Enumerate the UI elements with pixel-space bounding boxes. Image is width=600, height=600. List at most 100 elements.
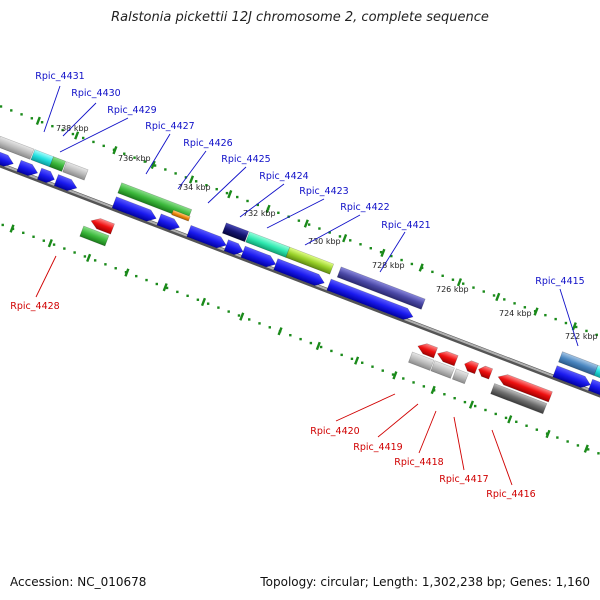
inner-tick-dot <box>453 396 456 400</box>
outer-major-tick <box>533 307 539 316</box>
gene-feature <box>451 368 469 385</box>
outer-tick-dot <box>51 124 54 128</box>
gene-shape <box>464 360 480 375</box>
forward-leader-line <box>59 117 129 153</box>
inner-tick-dot <box>586 448 590 451</box>
gene-shape <box>240 245 277 268</box>
outer-tick-dot <box>184 176 188 179</box>
kbp-label: 736 kbp <box>118 154 151 163</box>
outer-tick-dot <box>0 105 3 108</box>
outer-tick-dot <box>318 227 321 230</box>
inner-major-tick <box>430 385 436 395</box>
outer-tick-dot <box>492 294 496 297</box>
kbp-label: 726 kbp <box>436 285 469 294</box>
outer-tick-dot <box>503 298 506 301</box>
inner-major-tick <box>277 327 283 336</box>
inner-major-tick <box>545 429 551 439</box>
inner-tick-dot <box>155 282 158 286</box>
outer-tick-dot <box>595 333 598 337</box>
outer-tick-dot <box>174 172 177 175</box>
gene-feature <box>336 266 426 310</box>
inner-major-tick <box>86 253 92 263</box>
forward-leader-line <box>379 231 406 273</box>
kbp-label: 724 kbp <box>499 309 532 318</box>
forward-leader-line <box>177 150 207 190</box>
map-title: Ralstonia pickettii 12J chromosome 2, co… <box>111 10 489 25</box>
inner-tick-dot <box>237 314 241 317</box>
inner-tick-dot <box>93 259 97 262</box>
outer-tick-dot <box>102 144 105 148</box>
gene-feature <box>53 174 78 192</box>
gene-feature <box>171 209 191 222</box>
forward-gene-label: Rpic_4427 <box>145 121 194 132</box>
gene-shape <box>436 351 459 367</box>
outer-tick-dot <box>225 191 229 195</box>
kbp-label: 732 kbp <box>243 209 276 218</box>
gene-shape <box>53 174 78 192</box>
gene-shape <box>497 374 553 403</box>
gene-feature <box>30 149 54 168</box>
outer-tick-dot <box>81 136 85 140</box>
inner-tick-dot <box>114 267 117 270</box>
forward-gene-label: Rpic_4429 <box>107 105 156 116</box>
reverse-leader-line <box>35 255 57 298</box>
inner-tick-dot <box>268 326 271 329</box>
gene-shape <box>430 360 455 379</box>
inner-tick-dot <box>597 452 600 455</box>
gene-shape <box>408 351 435 371</box>
summary-text: Topology: circular; Length: 1,302,238 bp… <box>260 575 590 589</box>
gene-feature <box>273 258 325 286</box>
forward-leader-line <box>559 288 579 347</box>
inner-major-tick <box>9 224 15 233</box>
outer-tick-dot <box>544 313 547 317</box>
outer-major-tick <box>112 145 118 155</box>
outer-tick-dot <box>133 156 136 159</box>
outer-tick-dot <box>379 250 383 254</box>
outer-tick-dot <box>410 262 414 266</box>
gene-shape <box>30 149 54 168</box>
forward-gene-label: Rpic_4424 <box>259 171 308 182</box>
reverse-leader-line <box>491 429 513 486</box>
gene-shape <box>0 149 14 167</box>
outer-tick-dot <box>328 231 331 234</box>
outer-tick-dot <box>215 187 218 191</box>
outer-major-tick <box>571 322 577 331</box>
outer-tick-dot <box>40 121 44 124</box>
gene-shape <box>326 278 414 320</box>
outer-tick-dot <box>349 239 352 242</box>
inner-tick-dot <box>412 381 415 384</box>
outer-tick-dot <box>482 290 485 293</box>
inner-tick-dot <box>258 322 261 325</box>
gene-feature <box>221 222 250 243</box>
outer-tick-dot <box>92 140 95 144</box>
outer-tick-dot <box>20 113 23 116</box>
gene-feature <box>240 245 277 268</box>
inner-tick-dot <box>73 251 76 254</box>
inner-tick-dot <box>309 341 313 345</box>
inner-tick-dot <box>176 290 179 294</box>
outer-major-tick <box>380 248 386 258</box>
outer-tick-dot <box>256 203 259 207</box>
outer-tick-dot <box>143 160 147 163</box>
gene-feature <box>90 218 115 235</box>
reverse-leader-line <box>377 403 419 438</box>
inner-tick-dot <box>206 302 210 305</box>
inner-tick-dot <box>350 357 354 361</box>
gene-feature <box>285 246 335 275</box>
outer-tick-dot <box>30 117 34 120</box>
reverse-gene-label: Rpic_4428 <box>10 301 59 312</box>
outer-tick-dot <box>462 282 465 285</box>
inner-tick-dot <box>535 428 539 431</box>
inner-tick-dot <box>402 377 405 380</box>
inner-major-tick <box>200 297 207 307</box>
inner-tick-dot <box>443 393 446 396</box>
gene-feature <box>436 351 459 367</box>
reverse-leader-line <box>453 416 465 471</box>
inner-tick-dot <box>83 255 87 258</box>
kbp-label: 730 kbp <box>308 237 341 246</box>
inner-tick-dot <box>319 345 323 349</box>
forward-leader-line <box>43 85 61 133</box>
reverse-gene-label: Rpic_4419 <box>353 442 402 453</box>
outer-tick-dot <box>451 278 455 281</box>
